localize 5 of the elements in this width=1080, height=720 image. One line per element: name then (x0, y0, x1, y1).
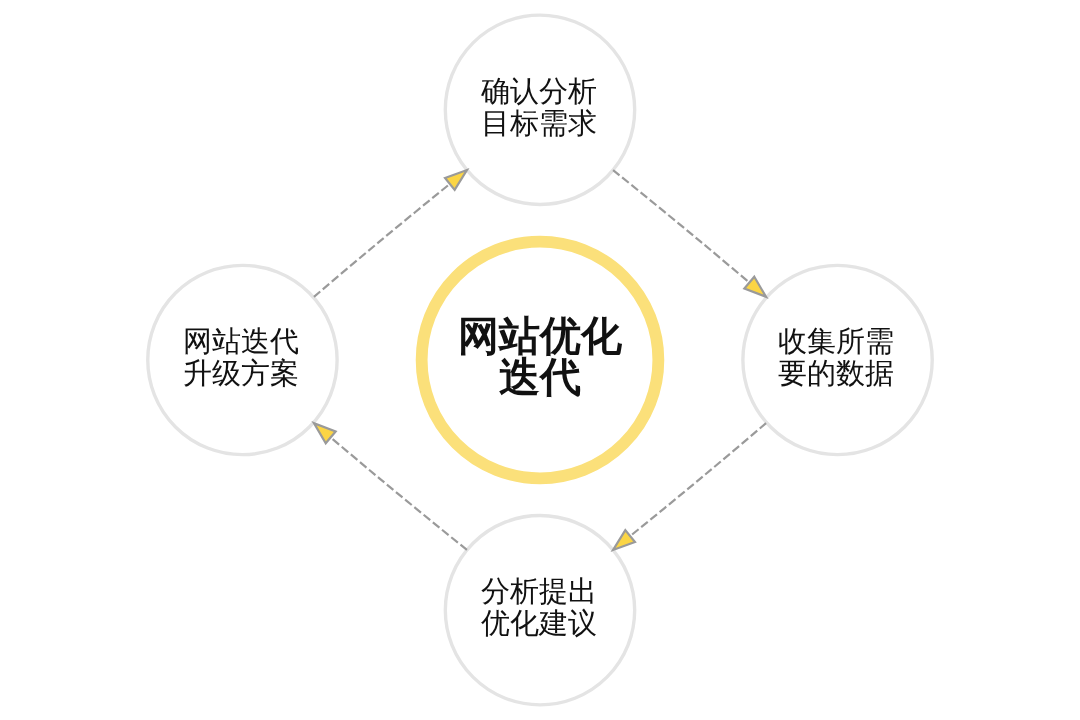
arrow (313, 167, 470, 298)
arrow (610, 422, 767, 553)
node-circle: 网站优化迭代 (415, 235, 665, 485)
arrow (612, 169, 769, 299)
arrow (311, 421, 468, 551)
